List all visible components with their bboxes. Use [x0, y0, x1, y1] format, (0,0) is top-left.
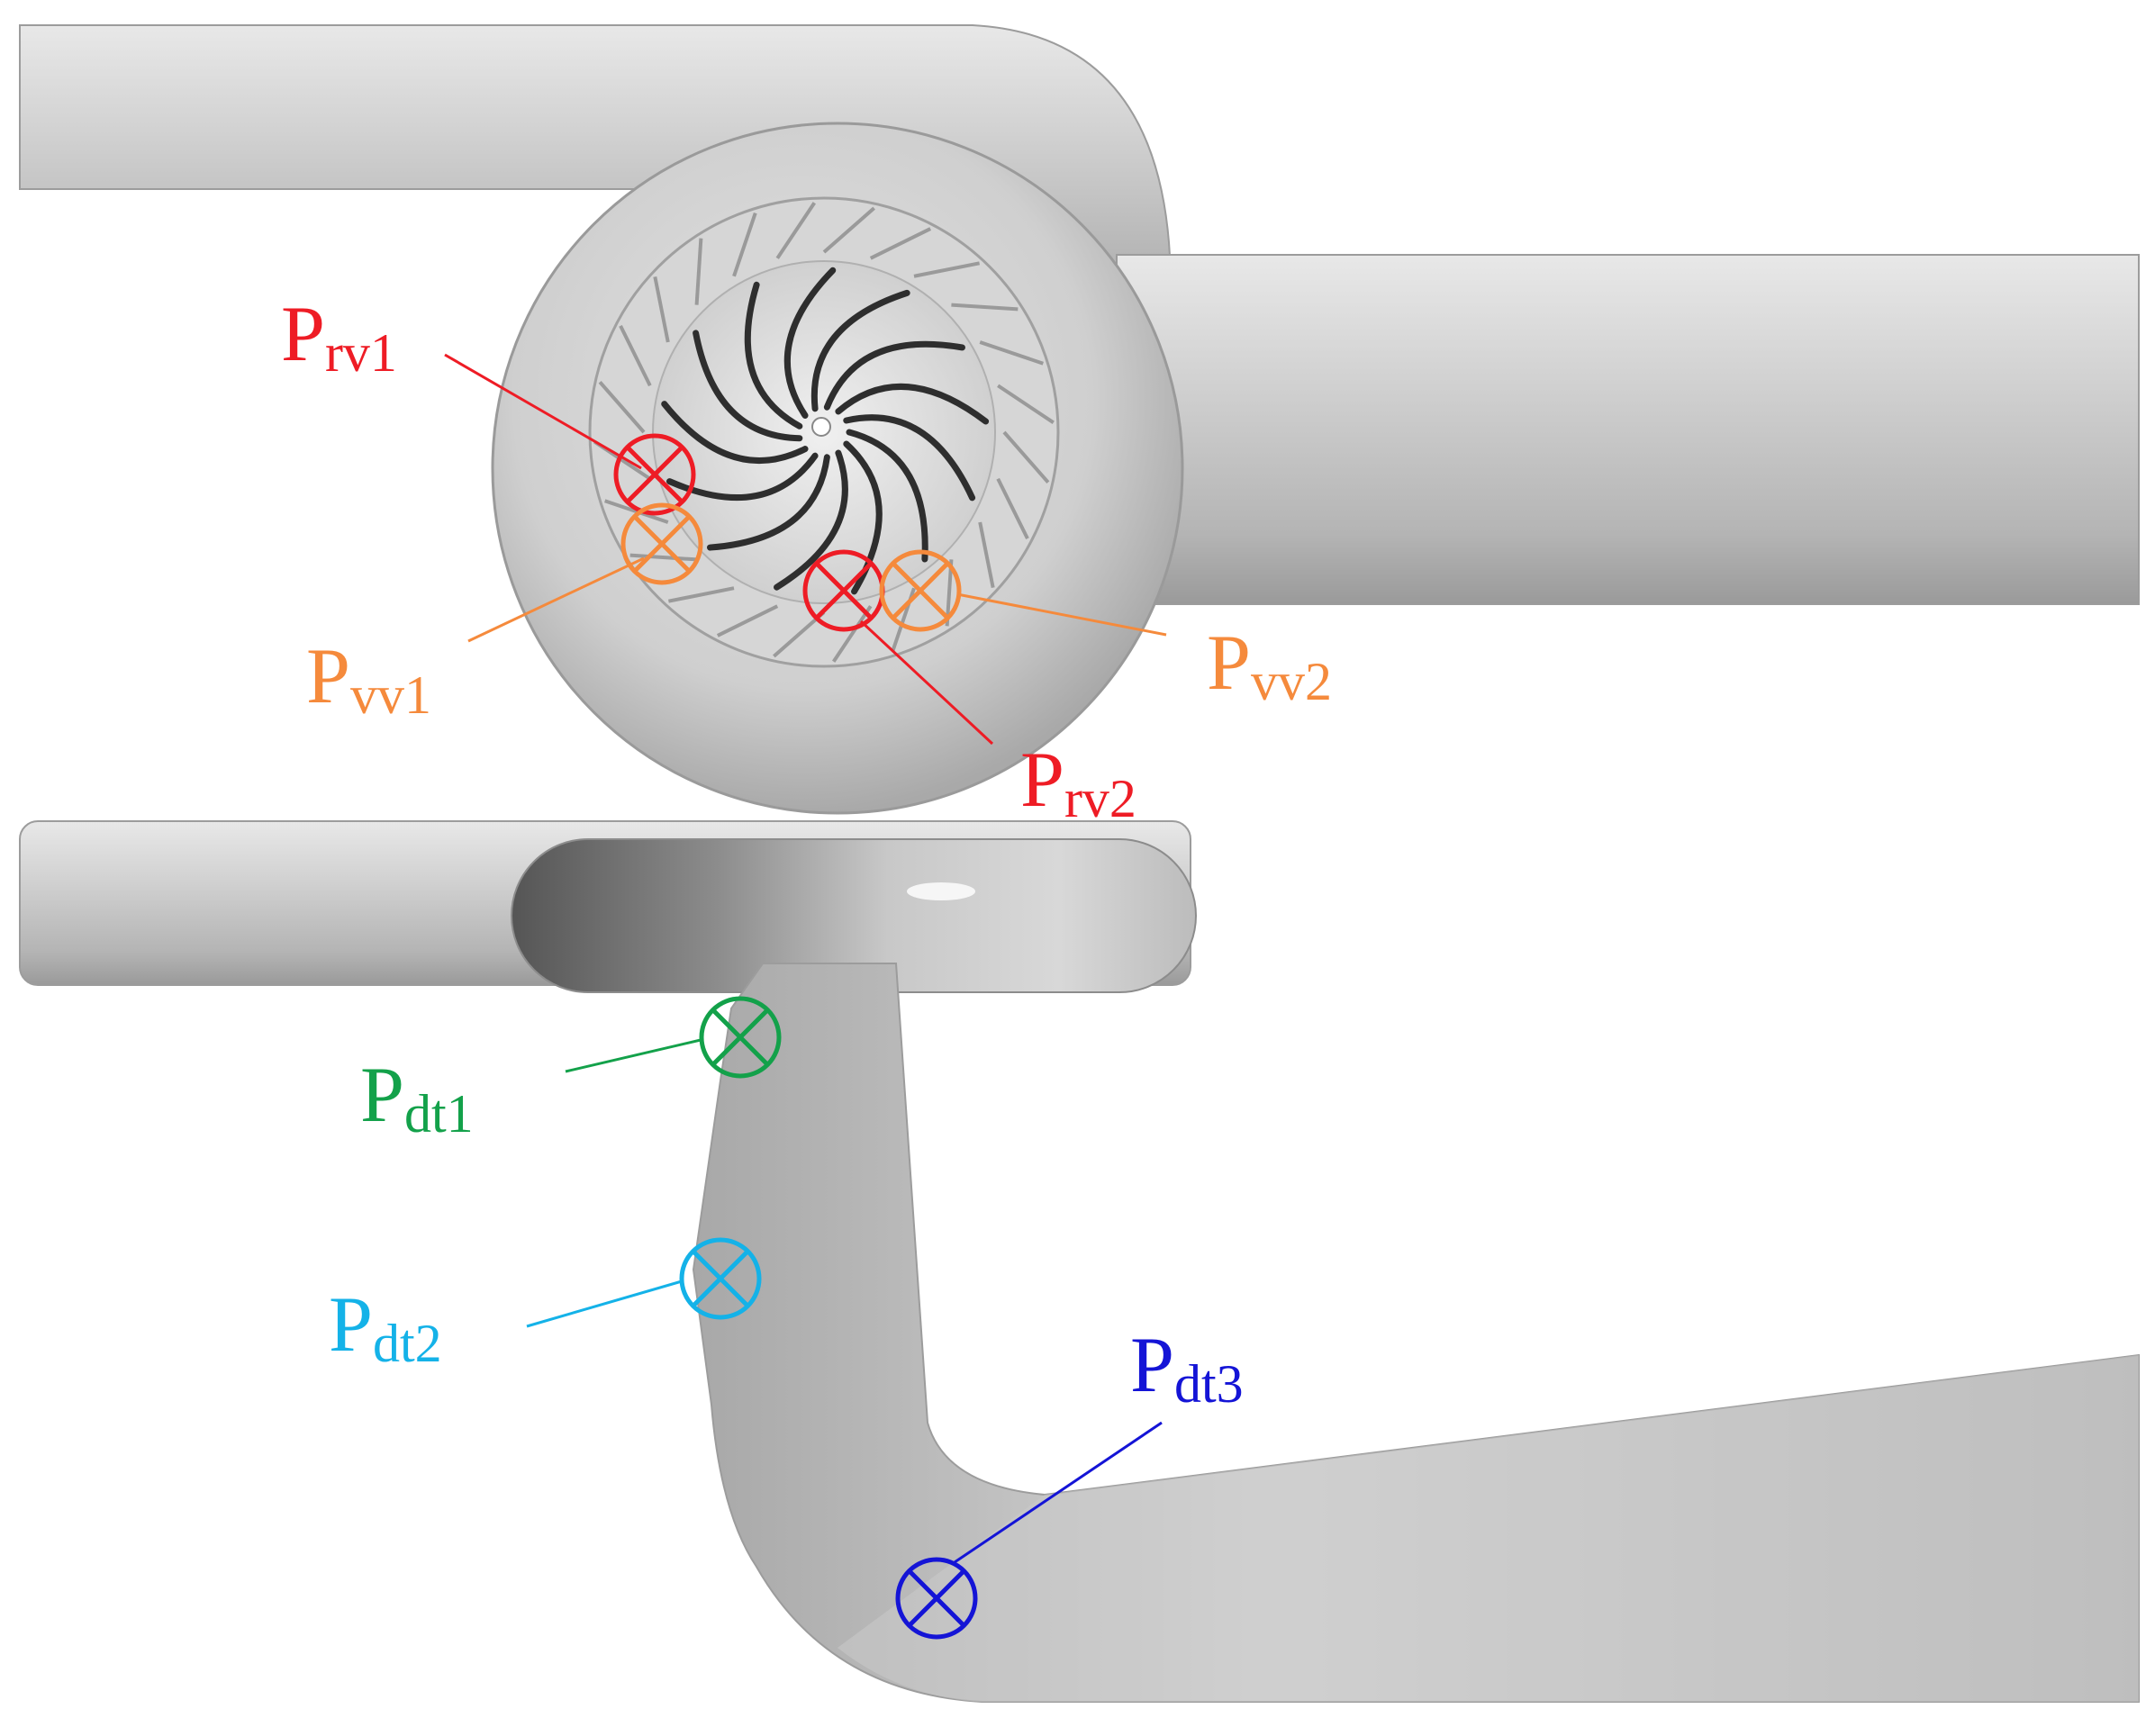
leader-dt1	[565, 1038, 702, 1073]
runner-blade	[846, 429, 928, 563]
guide-vane	[978, 521, 995, 589]
runner-blade	[774, 449, 848, 591]
guide-vane	[951, 303, 1019, 312]
guide-vane	[997, 384, 1055, 425]
casing-highlight	[907, 882, 975, 900]
draft-tube-shade	[838, 1355, 2139, 1702]
marker-dt1	[699, 996, 782, 1079]
runner-blade	[744, 281, 803, 429]
guide-vane	[979, 340, 1044, 366]
guide-vane	[869, 227, 932, 260]
leader-dt2	[526, 1279, 683, 1328]
marker-dt3	[895, 1557, 978, 1640]
runner-blade	[783, 267, 837, 419]
label-dt1: Pdt1	[360, 1052, 474, 1144]
leader-rv1	[444, 353, 642, 470]
top-view	[19, 24, 2140, 815]
label-dt3: Pdt3	[1130, 1322, 1244, 1414]
guide-vane	[822, 206, 875, 254]
label-dt2: Pdt2	[329, 1281, 442, 1373]
runner-blade	[810, 289, 910, 412]
guide-vane	[1002, 430, 1050, 484]
leader-lines	[444, 353, 1167, 1564]
leader-vv1	[467, 556, 645, 643]
guide-vane	[653, 276, 670, 343]
guide-vane	[775, 202, 817, 259]
runner-blade	[707, 454, 830, 551]
label-vv1: Pvv1	[306, 633, 431, 725]
guide-vane	[732, 212, 757, 277]
side-view	[19, 820, 2140, 1703]
probe-labels: Prv1 Pvv1 Prv2 Pvv2 Pdt1 Pdt2 Pdt3	[281, 291, 1332, 1414]
runner-blade	[661, 401, 809, 464]
guide-vane	[694, 238, 703, 305]
label-rv1: Prv1	[281, 291, 397, 383]
guide-vane	[913, 261, 981, 278]
marker-rv1	[613, 433, 696, 516]
guide-vane	[604, 499, 669, 524]
runner-hub	[811, 417, 831, 437]
guide-vane	[667, 586, 735, 603]
guide-vane	[598, 381, 646, 434]
guide-vane	[996, 477, 1029, 540]
leader-dt3	[954, 1421, 1163, 1564]
label-rv2: Prv2	[1020, 737, 1136, 828]
label-vv2: Pvv2	[1207, 619, 1332, 711]
outlet-pipe	[1116, 254, 2140, 605]
guide-vane	[629, 553, 697, 562]
runner-blade	[823, 340, 965, 411]
marker-dt2	[679, 1237, 762, 1320]
runner-blade	[693, 330, 803, 442]
probe-markers	[613, 433, 978, 1640]
marker-vv2	[879, 549, 962, 632]
guide-vane	[716, 604, 779, 637]
runner-blade	[835, 383, 990, 425]
guide-vane	[831, 605, 873, 663]
marker-vv1	[620, 502, 703, 585]
guide-vane	[619, 324, 652, 387]
runner-blade	[843, 414, 976, 502]
leader-rv2	[859, 619, 994, 746]
guide-vanes	[593, 202, 1055, 663]
leader-vv2	[956, 592, 1167, 637]
